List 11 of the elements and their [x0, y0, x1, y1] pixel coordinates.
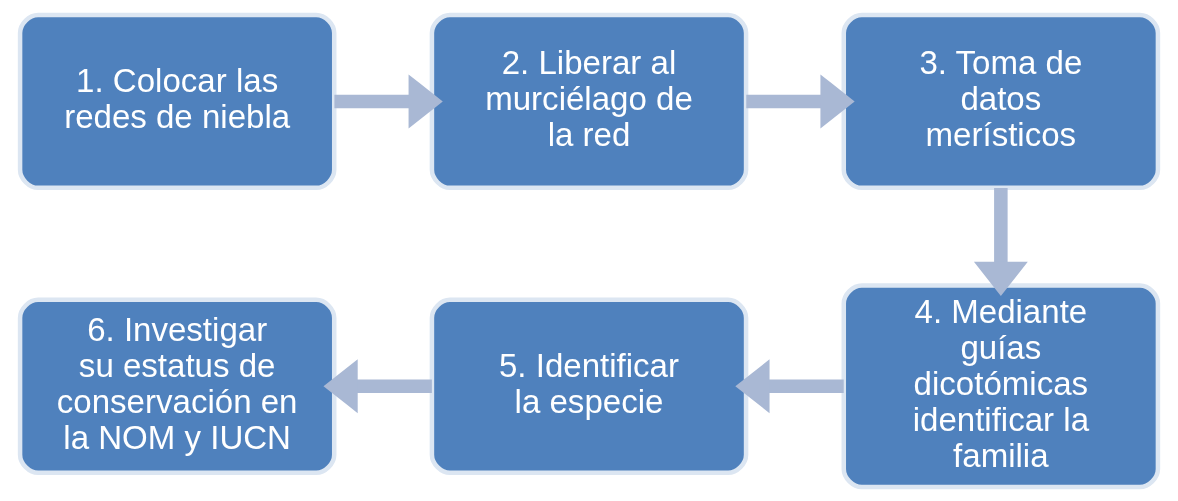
node-box: 3. Toma de datos merísticos [841, 12, 1161, 190]
arrow [334, 74, 443, 128]
arrow [746, 74, 855, 128]
arrow [973, 187, 1028, 296]
node-box: 5. Identificar la especie [429, 297, 749, 475]
node-box: 1. Colocar las redes de niebla [17, 12, 337, 190]
arrow [735, 358, 844, 413]
node-box: 6. Investigar su estatus de conservación en la NOM y IUCN [17, 297, 337, 475]
node-box: 4. Mediante guías dicotómicas identificar la familia [841, 282, 1161, 489]
node-box: 2. Liberar al murciélago de la red [429, 12, 749, 190]
arrow [323, 358, 432, 413]
